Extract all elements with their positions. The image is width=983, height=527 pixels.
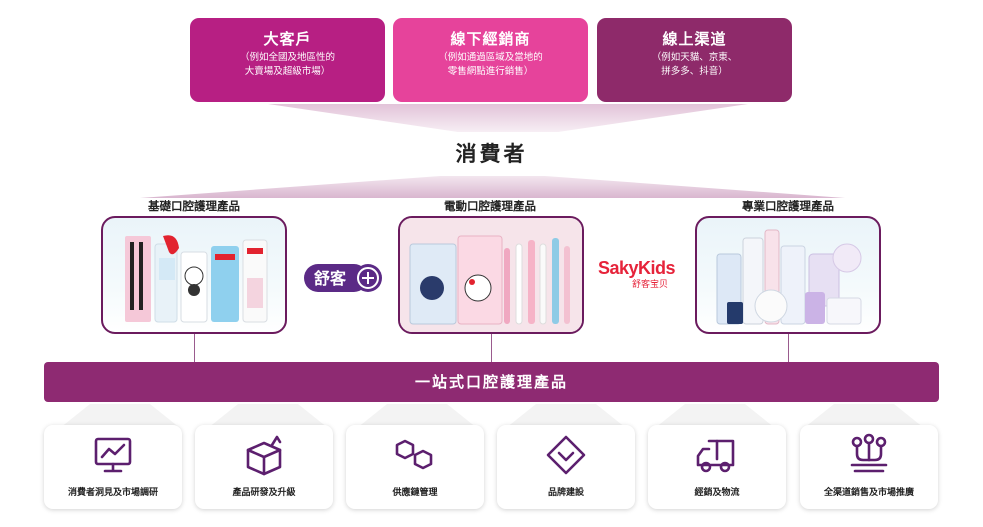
capability-card-insights: 消費者洞見及市場調研 — [44, 425, 182, 509]
channel-title: 線下經銷商 — [450, 30, 531, 48]
capability-card-omnichannel: 全渠道銷售及市場推廣 — [800, 425, 938, 509]
capability-label: 消費者洞見及市場調研 — [67, 488, 158, 498]
capability-card-rnd: 產品研發及升級 — [195, 425, 333, 509]
card-cap — [506, 404, 626, 428]
card-cap — [357, 404, 477, 428]
capability-label: 品牌建設 — [547, 488, 584, 498]
channel-desc-line1: （例如天貓、京東、 — [651, 52, 738, 63]
chart-monitor-icon — [94, 437, 132, 473]
channel-title: 大客戶 — [263, 30, 312, 48]
product-image-electric — [398, 216, 584, 334]
connector-line — [491, 334, 492, 362]
card-cap — [804, 404, 924, 428]
capability-card-logistics: 經銷及物流 — [648, 425, 786, 509]
sakykids-logo: SakyKids 舒客宝贝 — [598, 258, 684, 300]
funnel-shape — [268, 104, 748, 132]
channel-desc-line2: 大賣場及超級市場） — [244, 66, 331, 77]
capability-label: 供應鏈管理 — [392, 488, 438, 498]
one-stop-oral-care-bar: 一站式口腔護理產品 — [44, 362, 939, 402]
shuke-plus-logo: 舒客 — [304, 264, 382, 292]
network-nodes-icon — [850, 433, 888, 473]
channel-desc-line2: 拼多多、抖音） — [661, 66, 728, 77]
box-cube-icon — [246, 435, 282, 476]
channel-desc-line1: （例如通過區域及當地的 — [438, 52, 543, 63]
channel-box-online: 線上渠道 （例如天貓、京東、 拼多多、抖音） — [597, 18, 792, 102]
category-label-basic: 基礎口腔護理產品 — [148, 199, 240, 213]
channel-box-key-accounts: 大客戶 （例如全國及地區性的 大賣場及超級市場） — [190, 18, 385, 102]
channel-title: 線上渠道 — [662, 30, 727, 48]
sakykids-logo-subtext: 舒客宝贝 — [632, 280, 669, 290]
delivery-truck-icon — [696, 439, 735, 473]
channel-desc-line2: 零售網點進行銷售） — [447, 66, 534, 77]
connector-line — [788, 334, 789, 362]
category-label-professional: 專業口腔護理產品 — [742, 199, 834, 213]
capability-card-branding: 品牌建設 — [497, 425, 635, 509]
capability-label: 全渠道銷售及市場推廣 — [823, 488, 914, 498]
card-cap — [208, 404, 328, 428]
product-image-basic — [101, 216, 287, 334]
connector-line — [194, 334, 195, 362]
capability-label: 經銷及物流 — [694, 488, 740, 498]
channel-box-offline-distributors: 線下經銷商 （例如通過區域及當地的 零售網點進行銷售） — [393, 18, 588, 102]
spread-shape — [140, 176, 845, 198]
diamond-icon — [546, 435, 586, 475]
category-label-electric: 電動口腔護理產品 — [444, 199, 536, 213]
channel-desc-line1: （例如全國及地區性的 — [239, 52, 335, 63]
hexagon-chain-icon — [395, 439, 433, 470]
card-cap — [655, 404, 775, 428]
shuke-logo-text: 舒客 — [314, 269, 347, 288]
product-image-professional — [695, 216, 881, 334]
capability-label: 產品研發及升級 — [232, 488, 296, 498]
consumer-label: 消費者 — [455, 142, 528, 166]
sakykids-logo-text: SakyKids — [598, 258, 676, 278]
capability-card-supply-chain: 供應鏈管理 — [346, 425, 484, 509]
card-cap — [60, 404, 180, 428]
